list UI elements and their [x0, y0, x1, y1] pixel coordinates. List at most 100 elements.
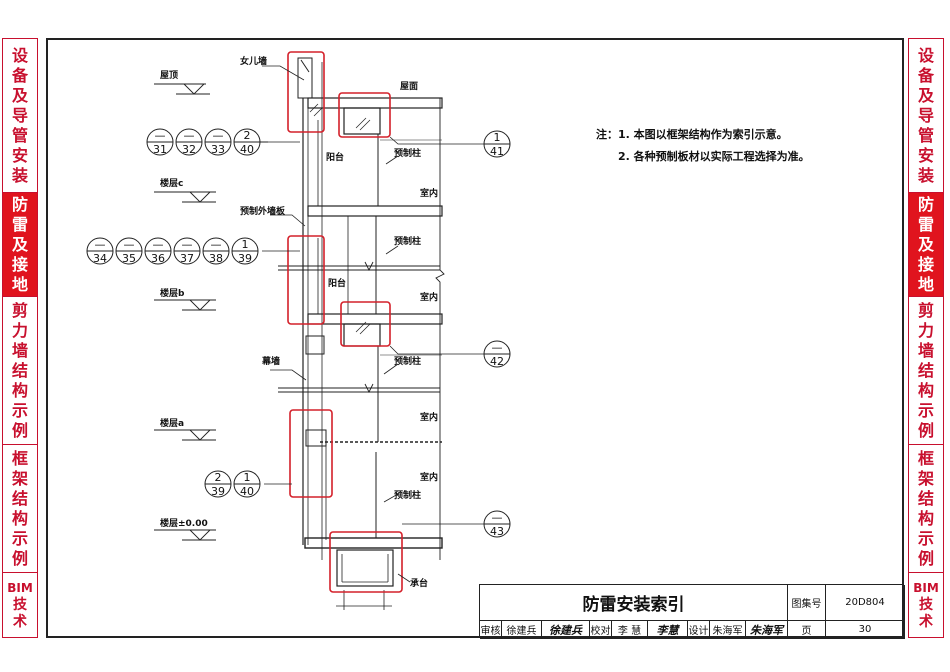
note-item-2: 2. 各种预制板材以实际工程选择为准。 [618, 150, 810, 163]
index-bottom: 43 [490, 525, 504, 538]
note-line-2: 2. 各种预制板材以实际工程选择为准。 [596, 146, 810, 168]
label-roof-surface: 屋面 [400, 81, 418, 92]
index-bottom: 33 [211, 143, 225, 156]
index-bottom: 37 [180, 252, 194, 265]
label-indoor-1: 室内 [420, 187, 438, 199]
check-label: 校对 [590, 621, 612, 639]
label-indoor-4: 室内 [420, 471, 438, 483]
label-roof-level: 屋顶 [160, 70, 178, 81]
index-top: — [184, 129, 195, 142]
category-lightning-protection[interactable]: 防雷及接地 [3, 193, 37, 297]
label-indoor-2: 室内 [420, 291, 438, 303]
index-top: — [95, 238, 106, 251]
index-top: — [492, 341, 503, 354]
index-top: 2 [244, 129, 251, 142]
atlas-number: 20D804 [826, 585, 905, 621]
index-bottom: 35 [122, 252, 136, 265]
elevation-markers [154, 83, 216, 541]
checker-signature: 李慧 [648, 621, 688, 639]
category-equipment[interactable]: 设备及导管安装 [909, 39, 943, 193]
index-bottom: 41 [490, 145, 504, 158]
index-top: — [213, 129, 224, 142]
index-top: 2 [215, 471, 222, 484]
category-lightning-protection[interactable]: 防雷及接地 [909, 193, 943, 297]
label-floor-a: 楼层a [160, 417, 184, 429]
highlight-wall-panel [287, 235, 325, 325]
index-top: 1 [244, 471, 251, 484]
page-label: 页 [788, 621, 826, 639]
label-floor-c: 楼层c [160, 177, 183, 189]
highlight-roof-beam [338, 92, 391, 138]
hatching [309, 103, 371, 335]
checker-name: 李 慧 [612, 621, 648, 639]
label-balcony-lower: 阳台 [328, 277, 346, 289]
highlight-pile-cap [329, 531, 403, 593]
index-bottom: 36 [151, 252, 165, 265]
index-bottom: 39 [211, 485, 225, 498]
index-group-2: — 34 — 35 — 36 — 37 — 38 1 39 [86, 237, 259, 265]
designer-signature: 朱海军 [746, 621, 788, 639]
label-floor-zero: 楼层±0.00 [160, 517, 208, 529]
title-block: 防雷安装索引 图集号 20D804 审核 徐建兵 徐建兵 校对 李 慧 李慧 设… [479, 584, 905, 639]
note-line-1: 注：1. 本图以框架结构作为索引示意。 [596, 124, 810, 146]
leader-lines [262, 65, 484, 583]
label-precast-column-2: 预制柱 [394, 235, 421, 247]
index-top: — [182, 238, 193, 251]
highlight-floor-a [289, 409, 333, 498]
index-group-1: — 31 — 32 — 33 2 40 [146, 128, 268, 156]
index-bottom: 32 [182, 143, 196, 156]
pile-cap [336, 549, 394, 610]
index-top: 1 [494, 131, 501, 144]
highlight-floor-b-beam [340, 301, 391, 347]
index-group-3: 2 39 1 40 [204, 470, 261, 498]
precast-columns [347, 134, 379, 538]
index-bottom: 42 [490, 355, 504, 368]
label-parapet: 女儿墙 [240, 55, 267, 67]
reviewer-signature: 徐建兵 [542, 621, 590, 639]
index-top: — [155, 129, 166, 142]
index-top: — [492, 511, 503, 524]
drawing-frame [46, 38, 904, 638]
label-precast-wall-panel: 预制外墙板 [240, 205, 286, 217]
index-top: 1 [242, 238, 249, 251]
review-label: 审核 [480, 621, 502, 639]
category-equipment[interactable]: 设备及导管安装 [3, 39, 37, 193]
label-precast-column-3: 预制柱 [394, 355, 421, 367]
index-top: — [211, 238, 222, 251]
building-structure [278, 57, 445, 610]
label-floor-b: 楼层b [160, 287, 185, 299]
category-frame-structure[interactable]: 框架结构示例 [909, 445, 943, 573]
index-bottom: 38 [209, 252, 223, 265]
notes-prefix: 注： [596, 128, 618, 141]
category-frame-structure[interactable]: 框架结构示例 [3, 445, 37, 573]
parapet-wall [297, 57, 323, 560]
category-shear-wall[interactable]: 剪力墙结构示例 [909, 297, 943, 445]
label-precast-column-4: 预制柱 [394, 489, 421, 501]
notes-block: 注：1. 本图以框架结构作为索引示意。 2. 各种预制板材以实际工程选择为准。 [596, 124, 810, 168]
index-bottom: 31 [153, 143, 167, 156]
index-bottom: 39 [238, 252, 252, 265]
highlight-boxes [287, 51, 403, 593]
label-precast-column-1: 预制柱 [394, 147, 421, 159]
category-shear-wall[interactable]: 剪力墙结构示例 [3, 297, 37, 445]
index-singles: 1 41 — 42 — 43 [483, 130, 511, 538]
note-item-1: 1. 本图以框架结构作为索引示意。 [618, 128, 788, 141]
highlight-parapet [287, 51, 325, 133]
label-balcony-upper: 阳台 [326, 151, 344, 163]
atlas-label: 图集号 [788, 585, 826, 621]
index-bottom: 40 [240, 485, 254, 498]
drawing-title: 防雷安装索引 [480, 585, 788, 621]
label-pile-cap: 承台 [410, 577, 428, 589]
page-number: 30 [826, 621, 905, 639]
design-label: 设计 [688, 621, 710, 639]
reviewer-name: 徐建兵 [502, 621, 542, 639]
index-top: — [124, 238, 135, 251]
index-bottom: 40 [240, 143, 254, 156]
designer-name: 朱海军 [710, 621, 746, 639]
index-top: — [153, 238, 164, 251]
